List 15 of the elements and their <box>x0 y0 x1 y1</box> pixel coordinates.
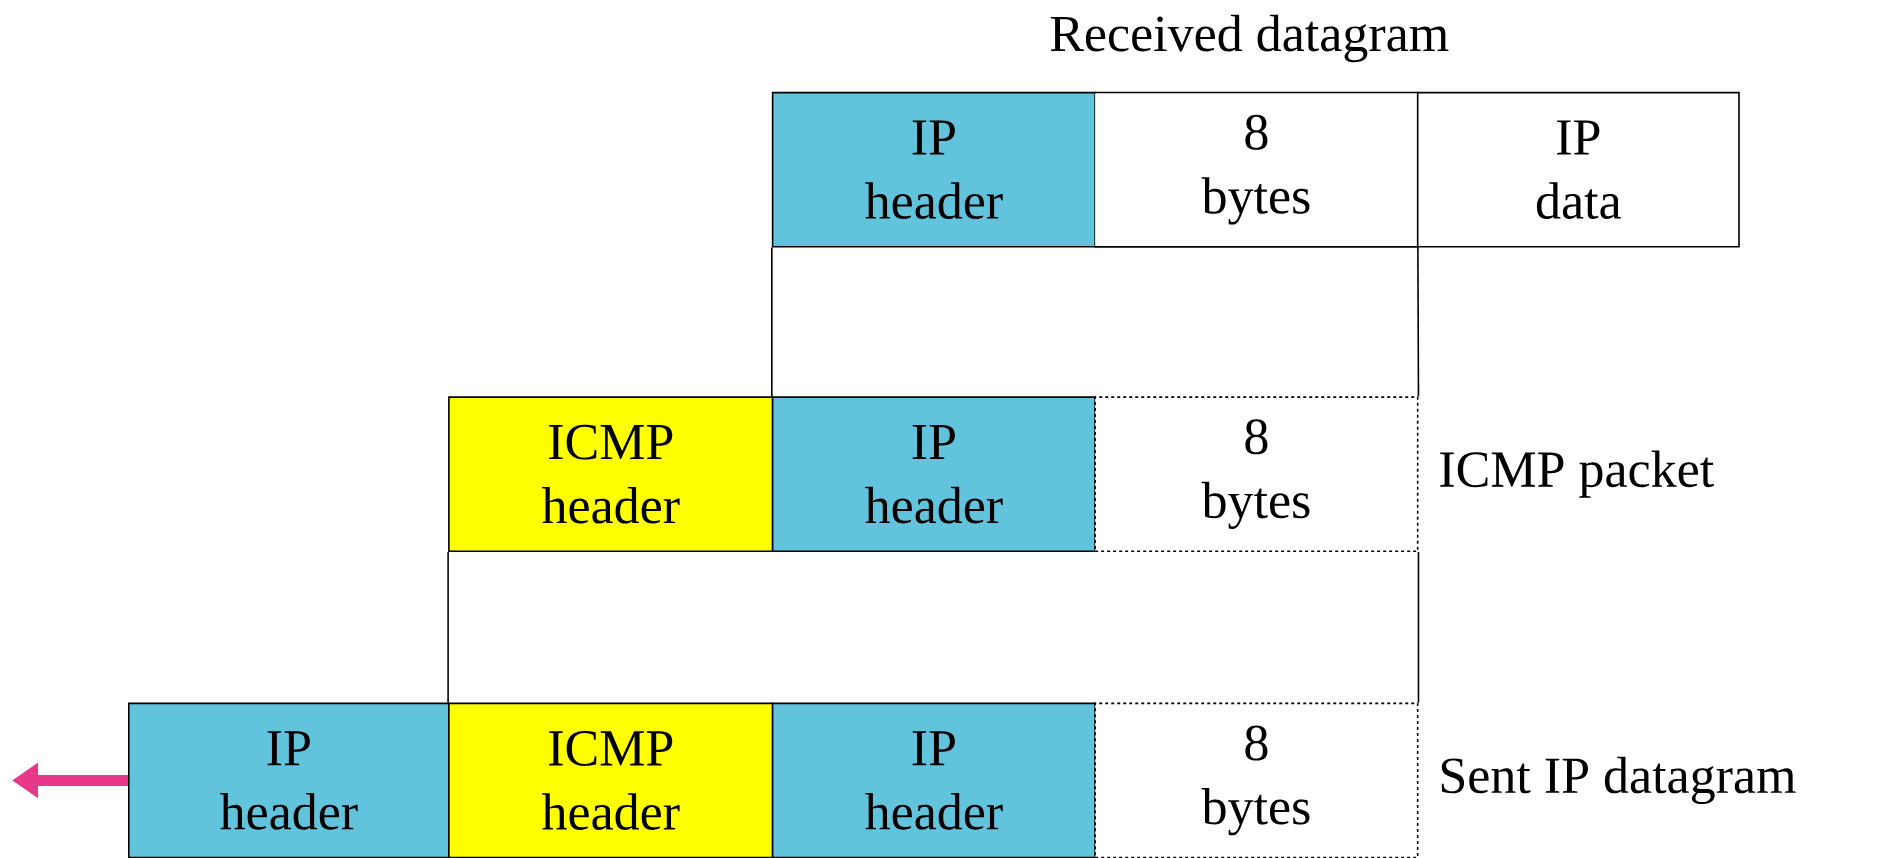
packet-field: 8 bytes <box>1094 91 1419 248</box>
packet-field: ICMP header <box>448 396 774 552</box>
packet-field: ICMP header <box>448 702 774 858</box>
packet-field: IP header <box>128 702 450 858</box>
packet-field: IP header <box>771 396 1096 552</box>
row-label: Received datagram <box>1050 14 1449 63</box>
packet-field: 8 bytes <box>1094 396 1419 552</box>
connector-line <box>447 551 449 704</box>
connector-line <box>771 246 773 398</box>
packet-field: 8 bytes <box>1094 702 1419 858</box>
packet-field: IP data <box>1416 91 1740 248</box>
packet-field: IP header <box>771 702 1096 858</box>
connector-line <box>1417 551 1420 704</box>
connector-line <box>1417 246 1420 398</box>
packet-field: IP header <box>771 91 1096 248</box>
